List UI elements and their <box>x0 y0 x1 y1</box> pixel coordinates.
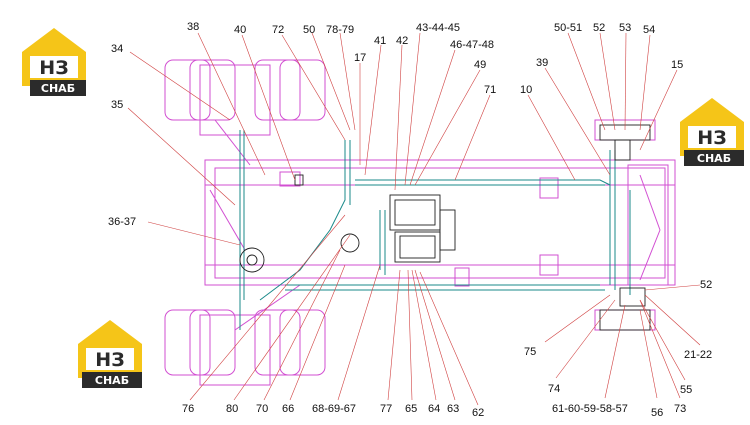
callout: 39 <box>536 57 548 69</box>
callout: 68-69-67 <box>312 403 356 415</box>
logo-word: СНАБ <box>41 82 75 95</box>
callout: 50 <box>303 24 315 36</box>
callout: 74 <box>548 383 560 395</box>
logo-word: СНАБ <box>697 152 731 165</box>
callout: 40 <box>234 24 246 36</box>
callout: 63 <box>447 403 459 415</box>
callout: 76 <box>182 403 194 415</box>
logo-top-left: НЗ СНАБ <box>22 28 86 96</box>
callout: 65 <box>405 403 417 415</box>
logo-right: НЗ СНАБ <box>680 98 744 166</box>
callout: 17 <box>354 52 366 64</box>
callout: 61-60-59-58-57 <box>552 403 628 415</box>
leader-lines <box>127 32 701 406</box>
callout: 46-47-48 <box>450 39 494 51</box>
callout: 53 <box>619 22 631 34</box>
logo-word: СНАБ <box>95 374 129 387</box>
logo-mark: НЗ <box>95 349 124 371</box>
callout: 21-22 <box>684 349 712 361</box>
callout: 77 <box>380 403 392 415</box>
callout: 55 <box>680 384 692 396</box>
callout: 71 <box>484 84 496 96</box>
callout: 35 <box>111 99 123 111</box>
logo-bottom-left: НЗ СНАБ <box>78 320 142 388</box>
callout: 52 <box>700 279 712 291</box>
callout: 56 <box>651 407 663 419</box>
logo-mark: НЗ <box>697 127 726 149</box>
chassis-frame <box>164 59 676 386</box>
callout: 75 <box>524 346 536 358</box>
callout: 49 <box>474 59 486 71</box>
callout: 10 <box>520 84 532 96</box>
components <box>239 124 651 331</box>
callout: 62 <box>472 407 484 419</box>
callout: 73 <box>674 403 686 415</box>
callout-labels: 38 40 72 50 78-79 43-44-45 17 41 42 46-4… <box>108 21 712 419</box>
callout: 52 <box>593 22 605 34</box>
callout: 78-79 <box>326 24 354 36</box>
callout: 36-37 <box>108 216 136 228</box>
callout: 66 <box>282 403 294 415</box>
callout: 34 <box>111 43 123 55</box>
callout: 70 <box>256 403 268 415</box>
callout: 54 <box>643 24 655 36</box>
callout: 50-51 <box>554 22 582 34</box>
callout: 42 <box>396 35 408 47</box>
callout: 41 <box>374 35 386 47</box>
callout: 64 <box>428 403 440 415</box>
hydraulic-hoses <box>239 130 631 330</box>
callout: 15 <box>671 59 683 71</box>
logo-mark: НЗ <box>39 57 68 79</box>
callout: 80 <box>226 403 238 415</box>
callout: 43-44-45 <box>416 22 460 34</box>
callout: 72 <box>272 24 284 36</box>
callout: 38 <box>187 21 199 33</box>
